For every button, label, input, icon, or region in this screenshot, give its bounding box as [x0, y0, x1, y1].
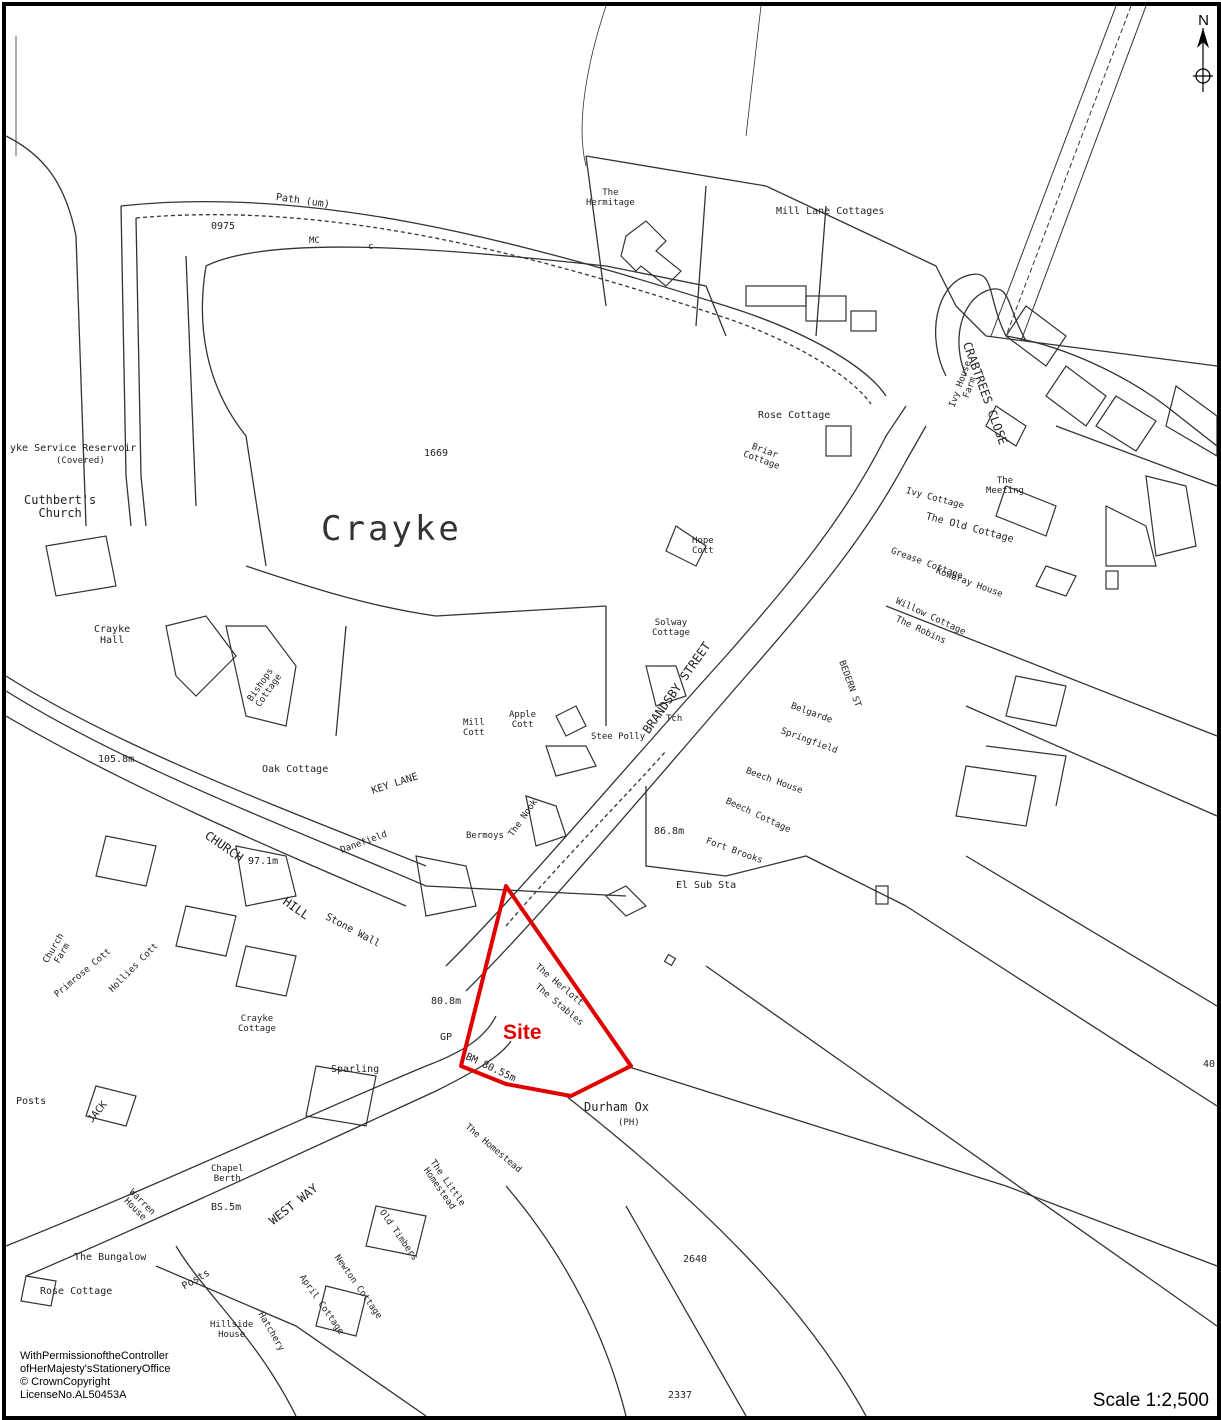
site-label: Site [503, 1021, 542, 1044]
label-oak: Oak Cottage [262, 764, 329, 775]
label-hope: Hope Cott [692, 536, 714, 556]
label-1669: 1669 [424, 448, 449, 459]
north-letter: N [1198, 12, 1209, 29]
label-el-sub: El Sub Sta [676, 880, 737, 891]
margin-text: 40 [1202, 1059, 1215, 1070]
label-86: 86.8m [654, 826, 685, 837]
label-apple-cott: Apple Cott [509, 710, 537, 730]
label-bermoys: Bermoys [466, 831, 504, 841]
north-arrow-icon [1185, 6, 1217, 96]
map-linework[interactable] [6, 6, 1217, 1416]
copyright-line: LicenseNo.AL50453A [20, 1389, 127, 1401]
label-97: 97.1m [248, 856, 279, 867]
label-ph: (PH) [618, 1118, 640, 1128]
label-0975: 0975 [211, 221, 236, 232]
label-reservoir: yke Service Reservoir [10, 443, 137, 454]
label-tch: Tch [666, 714, 683, 724]
label-posts: Posts [16, 1096, 47, 1107]
label-chapel: Chapel Berth [211, 1164, 244, 1184]
label-105: 105.8m [98, 754, 135, 765]
label-covered: (Covered) [56, 456, 105, 466]
label-hermitage: The Hermitage [586, 188, 635, 208]
copyright-line: ofHerMajesty'sStationeryOffice [20, 1363, 171, 1375]
label-2337: 2337 [668, 1390, 693, 1401]
label-hillside: Hillside House [210, 1320, 254, 1340]
label-crayke-cottage: Crayke Cottage [238, 1014, 276, 1034]
label-c: c [368, 242, 374, 252]
copyright-line: WithPermissionoftheController [20, 1350, 169, 1362]
copyright-line: © CrownCopyright [20, 1376, 111, 1388]
label-stee-polly: Stee Polly [591, 732, 646, 742]
label-sparling: Sparling [331, 1064, 380, 1075]
label-meeting: The Meeting [986, 476, 1024, 496]
site-boundary [459, 884, 633, 1098]
label-mill-lane: Mill Lane Cottages [776, 206, 885, 217]
label-cuthbert: Cuthbert's Church [24, 493, 97, 520]
label-gp: GP [440, 1032, 453, 1043]
label-crayke-hall: Crayke Hall [94, 624, 131, 646]
label-mill-cott: Mill Cott [463, 718, 485, 738]
label-80: 80.8m [431, 996, 462, 1007]
label-2640: 2640 [683, 1254, 708, 1265]
label-mc: MC [309, 236, 320, 246]
label-town: Crayke [321, 509, 462, 549]
label-durham-ox: Durham Ox [584, 1100, 650, 1114]
label-rose-sw: Rose Cottage [40, 1286, 113, 1297]
scale-label: Scale 1:2,500 [1082, 1386, 1215, 1416]
label-solway: Solway Cottage [652, 618, 690, 638]
copyright-notice: WithPermissionoftheController ofHerMajes… [12, 1348, 181, 1402]
label-bungalow: The Bungalow [74, 1252, 147, 1263]
label-rose: Rose Cottage [758, 410, 831, 421]
label-bs: BS.5m [211, 1202, 242, 1213]
